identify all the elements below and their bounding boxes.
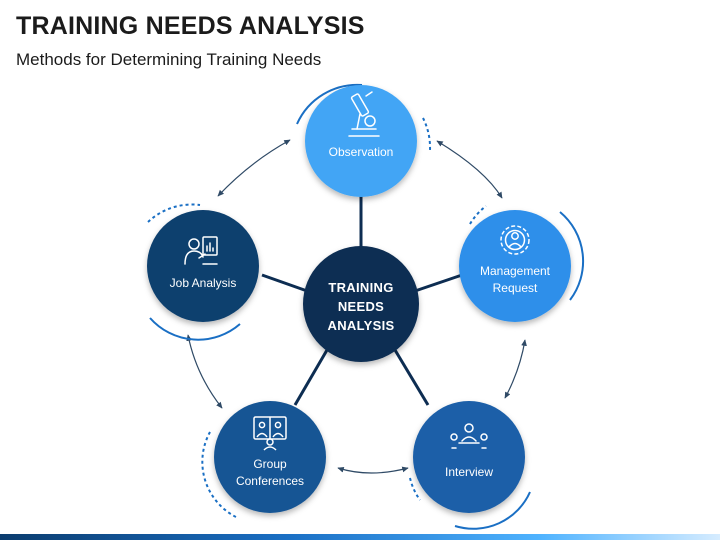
node-circle	[413, 401, 525, 513]
arrow-management-interview	[504, 339, 527, 399]
cycle-arrows	[186, 139, 527, 474]
arc-jobanalysis-solid	[149, 317, 241, 341]
arc-interview-dash	[409, 477, 421, 501]
label-line: Interview	[445, 465, 493, 479]
microscope-icon	[348, 91, 380, 137]
node-circle	[459, 210, 571, 322]
arc-management-solid	[559, 211, 585, 301]
label-line: TRAINING	[328, 280, 393, 295]
video-conference-icon	[253, 416, 287, 451]
label-line: Observation	[329, 145, 394, 159]
node-interview[interactable]: Interview	[413, 401, 525, 513]
spokes	[261, 190, 463, 406]
node-label-observation: Observation	[329, 145, 394, 159]
arrow-jobanalysis-observation	[217, 139, 291, 197]
spoke-group-conferences	[293, 349, 329, 406]
arc-observation-dash	[422, 117, 432, 151]
interview-meeting-icon	[450, 423, 488, 449]
label-line: NEEDS	[338, 299, 384, 314]
arc-interview-solid	[454, 491, 531, 530]
arrow-conferences-jobanalysis	[186, 334, 223, 409]
label-line: Job Analysis	[170, 276, 237, 290]
arrow-observation-management	[436, 140, 503, 199]
node-circle	[214, 401, 326, 513]
label-line: Conferences	[236, 474, 304, 488]
page-subtitle: Methods for Determining Training Needs	[16, 50, 322, 69]
arc-management-dash	[469, 205, 487, 225]
node-circle	[147, 210, 259, 322]
node-label-interview: Interview	[445, 465, 493, 479]
node-center: TRAINING NEEDS ANALYSIS	[303, 246, 419, 362]
arc-conferences-dash	[201, 431, 239, 519]
bottom-accent-bar	[0, 534, 720, 540]
node-observation[interactable]: Observation	[305, 85, 417, 197]
label-line: Management	[480, 264, 551, 278]
spoke-management-request	[411, 273, 463, 294]
spoke-job-analysis	[261, 273, 311, 294]
label-line: Request	[493, 281, 538, 295]
node-label-job-analysis: Job Analysis	[170, 276, 237, 290]
center-label: TRAINING NEEDS ANALYSIS	[328, 280, 395, 333]
page-title: TRAINING NEEDS ANALYSIS	[16, 12, 365, 40]
label-line: Group	[253, 457, 287, 471]
label-line: ANALYSIS	[328, 318, 395, 333]
manager-gear-icon	[500, 225, 530, 255]
center-circle	[303, 246, 419, 362]
spoke-interview	[393, 349, 430, 406]
presenter-chart-icon	[184, 236, 218, 265]
arrow-interview-conferences	[337, 466, 409, 474]
node-circle	[305, 85, 417, 197]
node-job-analysis[interactable]: Job Analysis	[147, 210, 259, 322]
arc-observation-solid	[296, 83, 363, 125]
